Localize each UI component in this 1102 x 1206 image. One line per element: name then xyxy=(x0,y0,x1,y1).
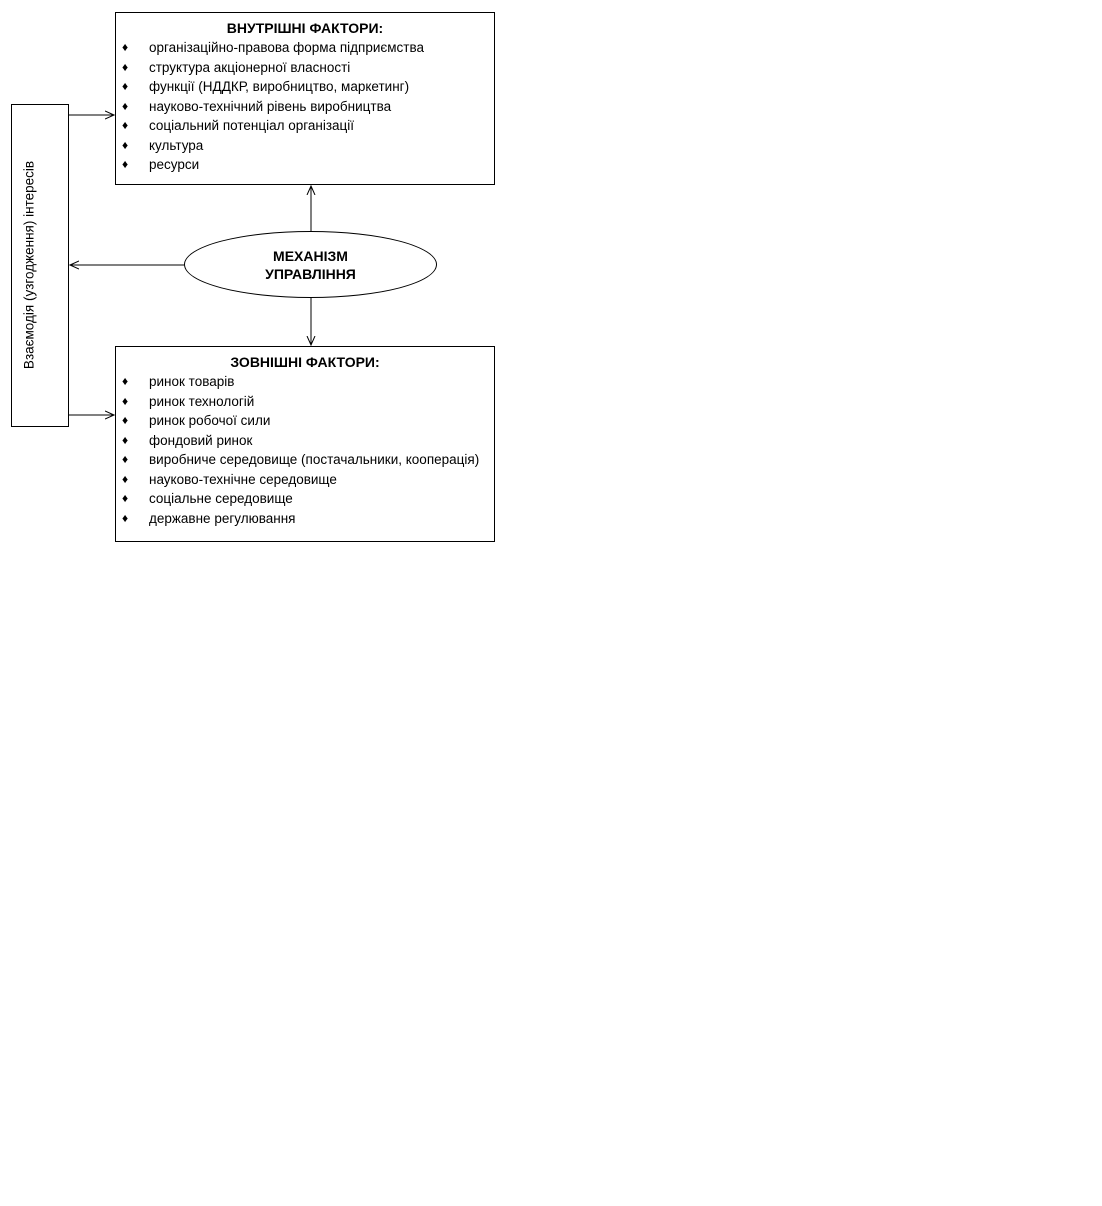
diamond-bullet-icon: ♦ xyxy=(122,40,129,54)
interaction-box xyxy=(11,104,69,427)
list-item: ♦ функції (НДДКР, виробництво, маркетинг) xyxy=(116,77,494,97)
list-item-text: організаційно-правова форма підприємства xyxy=(149,40,425,55)
list-item: ♦ соціальний потенціал організації xyxy=(116,116,494,136)
list-item: ♦ фондовий ринок xyxy=(116,431,494,451)
list-item-text: виробниче середовище (постачальники, коо… xyxy=(149,452,480,467)
mechanism-ellipse: МЕХАНІЗМ УПРАВЛІННЯ xyxy=(184,231,437,298)
list-item-text: науково-технічний рівень виробництва xyxy=(149,98,392,114)
list-item: ♦ виробниче середовище (постачальники, ко… xyxy=(116,450,494,470)
list-item-text: соціальний потенціал організації xyxy=(149,118,355,133)
diamond-bullet-icon: ♦ xyxy=(122,452,129,466)
list-item-text: ринок технологій xyxy=(149,393,255,409)
diamond-bullet-icon: ♦ xyxy=(122,374,129,388)
diamond-bullet-icon: ♦ xyxy=(122,510,129,525)
list-item-text: фондовий ринок xyxy=(149,432,253,448)
mechanism-label-line1: МЕХАНІЗМ xyxy=(273,247,348,264)
external-factors-list: ♦ ринок товарів ♦ ринок технологій ♦ ринок … xyxy=(116,372,494,528)
list-item: ♦ науково-технічне середовище xyxy=(116,470,494,490)
diamond-bullet-icon: ♦ xyxy=(122,137,129,152)
list-item: ♦ соціальне середовище xyxy=(116,489,494,509)
diamond-bullet-icon: ♦ xyxy=(122,118,129,132)
list-item: ♦ ринок технологій xyxy=(116,392,494,412)
diamond-bullet-icon: ♦ xyxy=(122,491,129,505)
list-item-text: ринок робочої сили xyxy=(149,413,271,428)
diamond-bullet-icon: ♦ xyxy=(122,413,129,427)
external-factors-title: ЗОВНІШНІ ФАКТОРИ: xyxy=(230,354,380,370)
list-item-text: ресурси xyxy=(149,157,200,172)
diamond-bullet-icon: ♦ xyxy=(122,98,129,113)
interaction-label: Взаємодія (узгодження) інтересів xyxy=(21,160,37,370)
list-item: ♦ структура акціонерної власності xyxy=(116,58,494,78)
list-item: ♦ ресурси xyxy=(116,155,494,175)
list-item-text: державне регулювання xyxy=(149,510,296,526)
diamond-bullet-icon: ♦ xyxy=(122,393,129,408)
list-item: ♦ організаційно-правова форма підприємств… xyxy=(116,38,494,58)
internal-factors-list: ♦ організаційно-правова форма підприємств… xyxy=(116,38,494,175)
list-item-text: соціальне середовище xyxy=(149,491,293,506)
external-factors-box: ЗОВНІШНІ ФАКТОРИ: ♦ ринок товарів ♦ ринок … xyxy=(115,346,495,542)
list-item: ♦ культура xyxy=(116,136,494,156)
diamond-bullet-icon: ♦ xyxy=(122,432,129,447)
list-item: ♦ ринок робочої сили xyxy=(116,411,494,431)
list-item-text: культура xyxy=(149,137,204,153)
mechanism-label-line2: УПРАВЛІННЯ xyxy=(265,265,356,282)
internal-factors-title: ВНУТРІШНІ ФАКТОРИ: xyxy=(226,20,384,36)
list-item-text: ринок товарів xyxy=(149,374,235,389)
list-item-text: науково-технічне середовище xyxy=(149,471,337,487)
internal-factors-box: ВНУТРІШНІ ФАКТОРИ: ♦ організаційно-правов… xyxy=(115,12,495,185)
list-item-text: структура акціонерної власності xyxy=(149,59,351,75)
list-item: ♦ ринок товарів xyxy=(116,372,494,392)
list-item: ♦ науково-технічний рівень виробництва xyxy=(116,97,494,117)
diamond-bullet-icon: ♦ xyxy=(122,471,129,486)
diamond-bullet-icon: ♦ xyxy=(122,79,129,93)
diamond-bullet-icon: ♦ xyxy=(122,59,129,74)
diamond-bullet-icon: ♦ xyxy=(122,157,129,171)
list-item-text: функції (НДДКР, виробництво, маркетинг) xyxy=(149,79,410,94)
list-item: ♦ державне регулювання xyxy=(116,509,494,529)
